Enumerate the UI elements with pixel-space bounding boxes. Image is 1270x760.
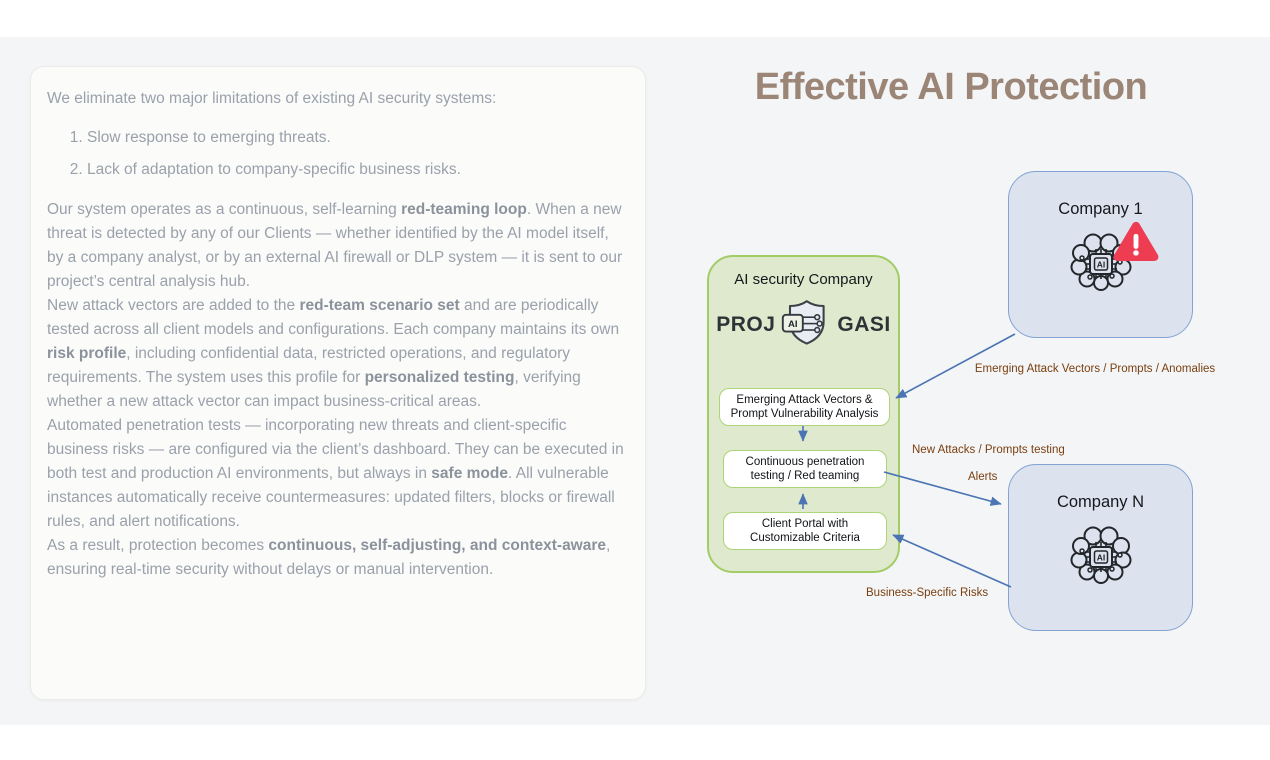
- edge-label-alerts: Alerts: [968, 471, 998, 483]
- step-label-line: Client Portal with: [761, 518, 849, 530]
- step-label-line: testing / Red teaming: [750, 470, 860, 482]
- step-label-line: Continuous penetration: [745, 456, 865, 468]
- company-label: Company N: [1056, 493, 1145, 511]
- body-paragraph: Automated penetration tests — incorporat…: [47, 417, 624, 530]
- hub-title: AI security Company: [734, 271, 873, 288]
- step-box-continuous-pentesting: Continuous penetration testing / Red tea…: [723, 450, 887, 488]
- body-paragraph: New attack vectors are added to the red-…: [47, 297, 620, 410]
- company-label: Company 1: [1058, 200, 1143, 218]
- body-paragraph: Our system operates as a continuous, sel…: [47, 201, 623, 290]
- edge-label-business-risks: Business-Specific Risks: [866, 587, 989, 599]
- chip-text: AI: [1096, 260, 1105, 270]
- step-label-line: Emerging Attack Vectors &: [736, 394, 873, 406]
- edge-label-new-attacks: New Attacks / Prompts testing: [912, 444, 1065, 456]
- company-1-box: Company 1: [1008, 171, 1193, 338]
- logo-badge-text: AI: [788, 319, 798, 330]
- warning-icon: [1113, 221, 1159, 268]
- project-logo: PROJ AI GASI: [709, 298, 898, 351]
- intro-card: We eliminate two major limitations of ex…: [30, 66, 646, 700]
- chip-text: AI: [1096, 553, 1105, 563]
- logo-text-left: PROJ: [716, 312, 776, 336]
- step-box-client-portal: Client Portal with Customizable Criteria: [723, 512, 887, 550]
- intro-text: We eliminate two major limitations of ex…: [47, 90, 497, 107]
- limitations-list: Slow response to emerging threats. Lack …: [47, 126, 629, 182]
- ai-brain-icon: AI: [1069, 524, 1133, 593]
- page-title: Effective AI Protection: [754, 66, 1148, 108]
- logo-text-right: GASI: [837, 312, 891, 336]
- step-label-line: Customizable Criteria: [750, 532, 860, 544]
- step-box-emerging-attack-vectors: Emerging Attack Vectors & Prompt Vulnera…: [719, 388, 890, 426]
- body-paragraph: As a result, protection becomes continuo…: [47, 537, 611, 578]
- list-item: Lack of adaptation to company-specific b…: [87, 158, 629, 182]
- company-n-box: Company N: [1008, 464, 1193, 631]
- edge-label-emerging-vectors: Emerging Attack Vectors / Prompts / Anom…: [974, 363, 1216, 375]
- step-label-line: Prompt Vulnerability Analysis: [730, 408, 879, 420]
- ai-security-company-box: AI security Company PROJ AI GASI Emer: [707, 255, 900, 573]
- ai-brain-icon: AI: [1069, 221, 1158, 300]
- list-item: Slow response to emerging threats.: [87, 126, 629, 150]
- shield-ai-circuit-icon: AI: [780, 298, 832, 351]
